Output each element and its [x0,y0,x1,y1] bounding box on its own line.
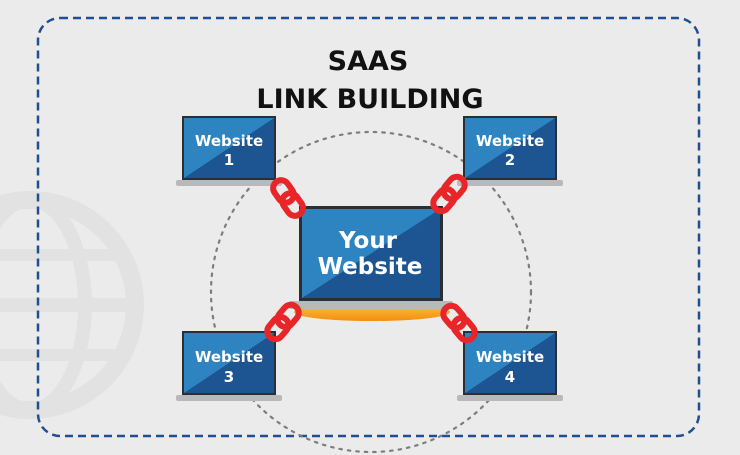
website-2-label-line-1: Website [476,132,544,150]
chain-link-icon [264,301,302,343]
laptop-website-2: Website 2 [457,116,563,186]
diagram-title-line-2: LINK BUILDING [256,84,483,115]
chain-link-icon [430,173,468,215]
website-1-label-line-2: 1 [224,151,234,169]
dashed-frame [36,16,701,438]
laptop-icon [176,116,282,186]
your-website-label-line-1: Your [338,228,398,254]
website-2-label-line-2: 2 [505,151,515,169]
website-4-label-line-2: 4 [505,368,515,386]
diagram-title-line-1: SAAS [328,46,409,77]
laptop-icon [176,331,282,401]
website-3-label-line-1: Website [195,348,263,366]
laptop-icon [457,331,563,401]
laptop-icon [289,206,453,309]
chain-link-icon [270,177,306,219]
website-4-label-line-1: Website [476,348,544,366]
laptop-website-3: Website 3 [176,331,282,401]
website-1-label-line-1: Website [195,132,263,150]
globe-watermark-icon [0,191,144,419]
website-3-label-line-2: 3 [224,368,234,386]
laptop-website-1: Website 1 [176,116,282,186]
laptop-your-website: Your Website [289,206,453,321]
connection-circle [209,130,533,454]
laptop-icon [457,116,563,186]
laptop-website-4: Website 4 [457,331,563,401]
your-website-label-line-2: Website [318,254,423,280]
chain-link-icon [440,302,478,344]
